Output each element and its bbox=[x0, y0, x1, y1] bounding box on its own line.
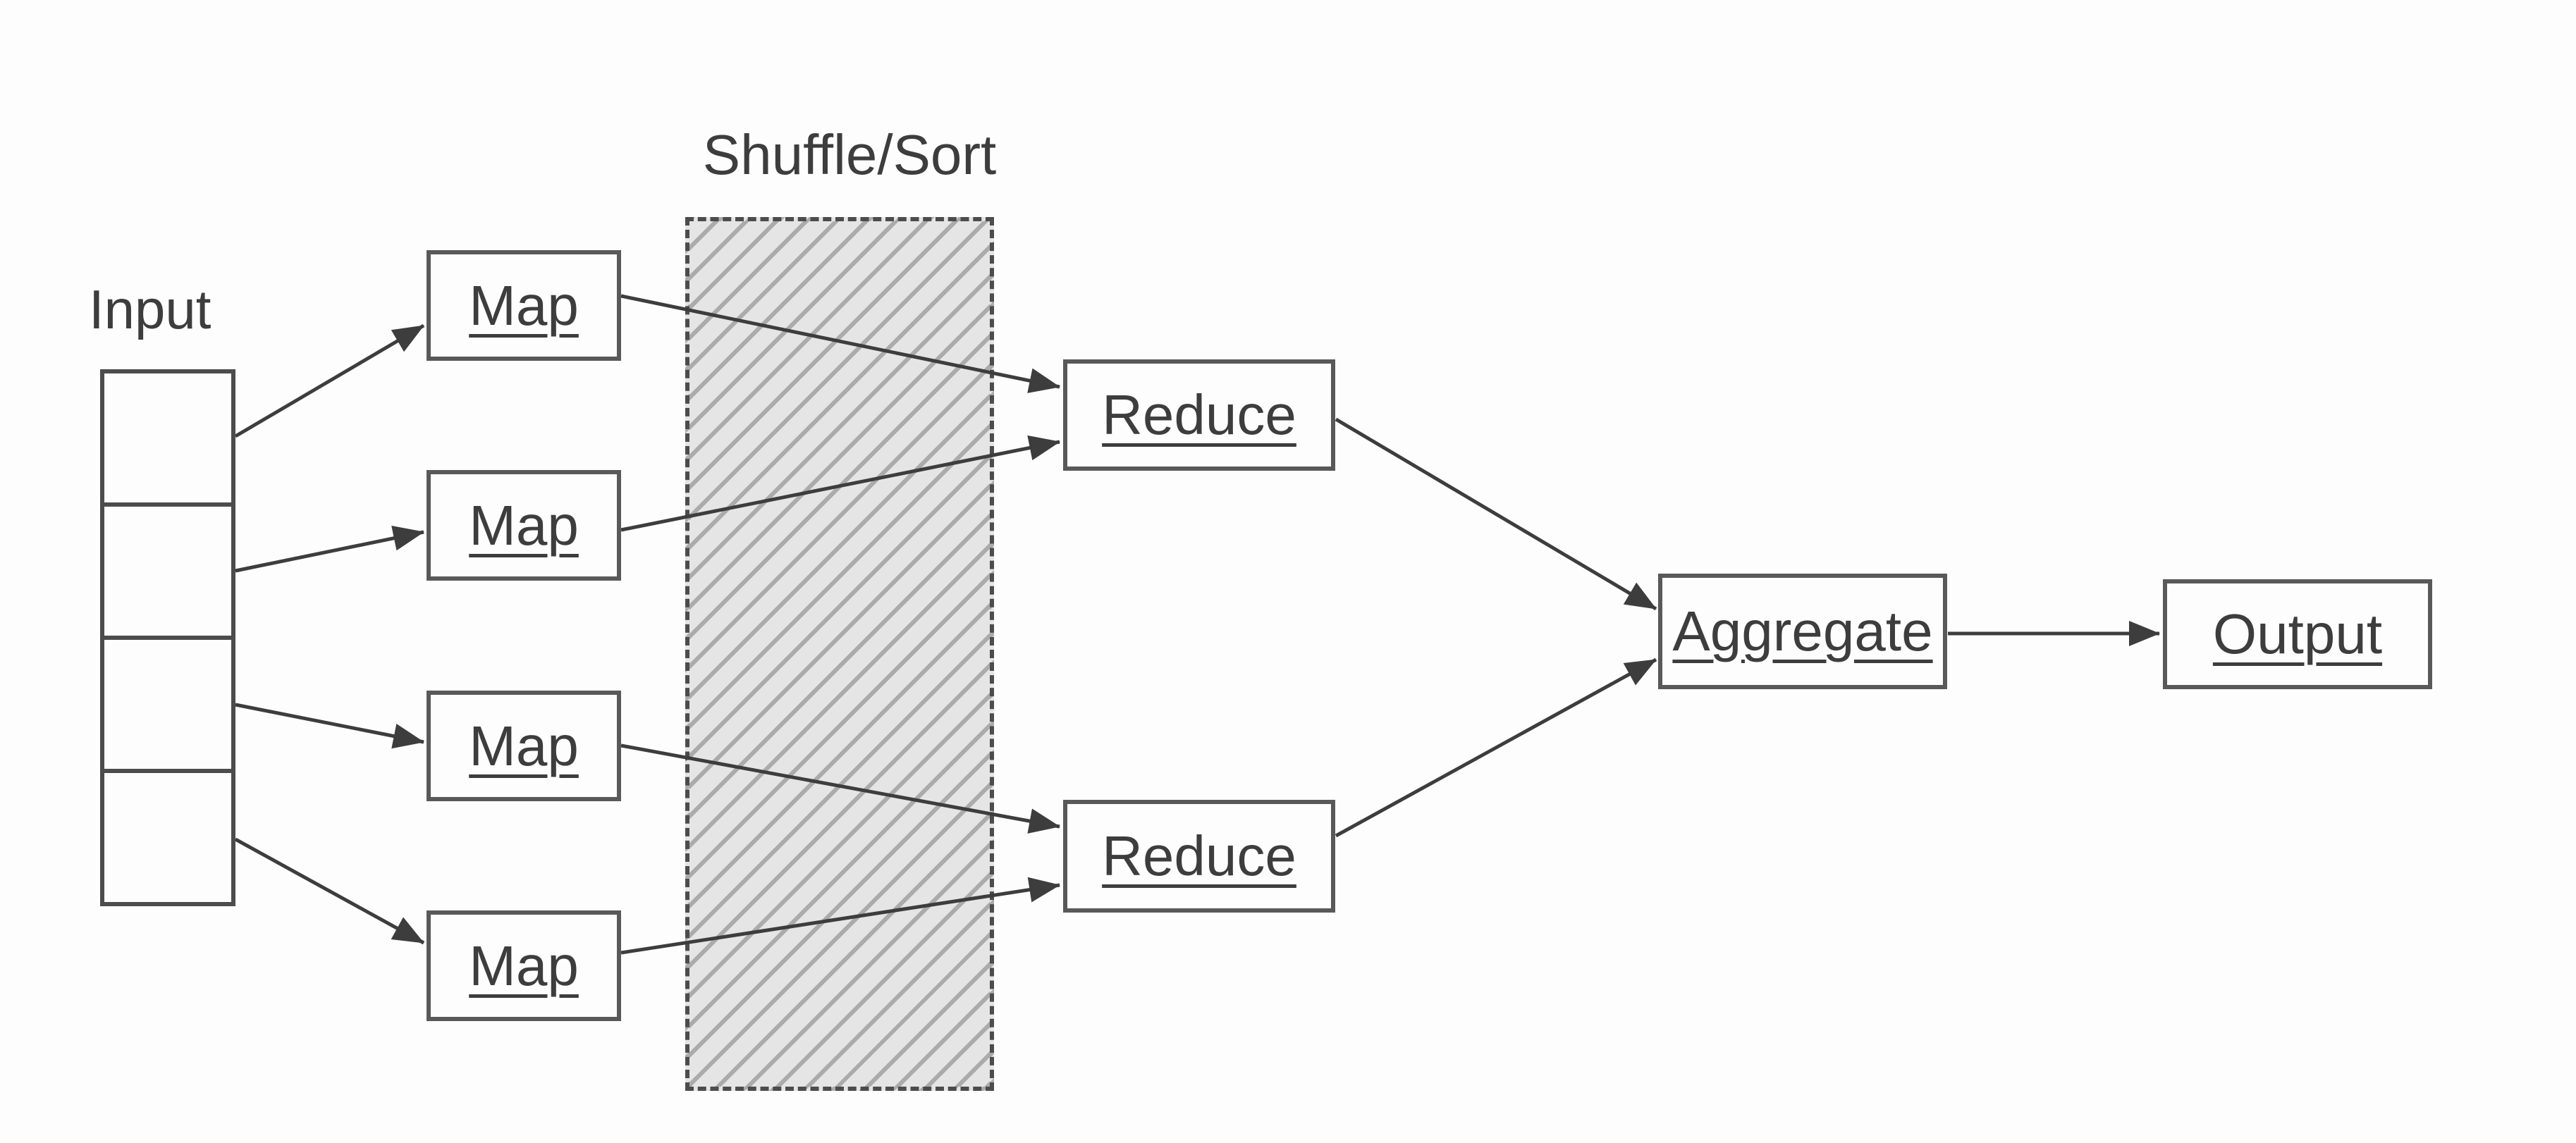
input-cell-4 bbox=[104, 769, 231, 902]
map-node-4-label: Map bbox=[469, 934, 579, 997]
reduce-node-1-label: Reduce bbox=[1102, 383, 1296, 446]
input-stack bbox=[100, 369, 235, 906]
reduce-node-2-label: Reduce bbox=[1102, 824, 1296, 887]
map-node-3-label: Map bbox=[469, 714, 579, 777]
input-label: Input bbox=[89, 278, 211, 340]
shuffle-sort-label: Shuffle/Sort bbox=[702, 123, 997, 186]
arrow-reduce2-aggregate bbox=[1335, 657, 1657, 838]
map-node-2-label: Map bbox=[469, 493, 579, 557]
arrow-map1-reduce1 bbox=[620, 294, 1060, 393]
input-cell-3 bbox=[104, 636, 231, 769]
arrow-input4-map4 bbox=[234, 837, 425, 945]
arrow-reduce1-aggregate bbox=[1335, 417, 1657, 611]
reduce-node-2: Reduce bbox=[1063, 800, 1335, 913]
arrow-input3-map3 bbox=[235, 703, 424, 749]
input-cell-2 bbox=[104, 502, 231, 636]
map-node-3: Map bbox=[427, 691, 621, 801]
map-node-1: Map bbox=[427, 250, 621, 361]
arrow-input1-map1 bbox=[234, 323, 425, 438]
aggregate-node-label: Aggregate bbox=[1672, 600, 1933, 662]
arrow-input2-map2 bbox=[235, 526, 424, 573]
map-node-2: Map bbox=[427, 470, 621, 581]
arrow-map4-reduce2 bbox=[620, 877, 1060, 955]
output-node: Output bbox=[2163, 579, 2432, 689]
aggregate-node: Aggregate bbox=[1658, 574, 1947, 689]
reduce-node-1: Reduce bbox=[1063, 359, 1335, 471]
input-cell-1 bbox=[104, 373, 231, 502]
map-node-1-label: Map bbox=[469, 273, 579, 337]
arrow-map2-reduce1 bbox=[620, 435, 1060, 532]
output-node-label: Output bbox=[2212, 603, 2383, 665]
map-node-4: Map bbox=[427, 910, 621, 1021]
arrow-map3-reduce2 bbox=[620, 743, 1060, 834]
